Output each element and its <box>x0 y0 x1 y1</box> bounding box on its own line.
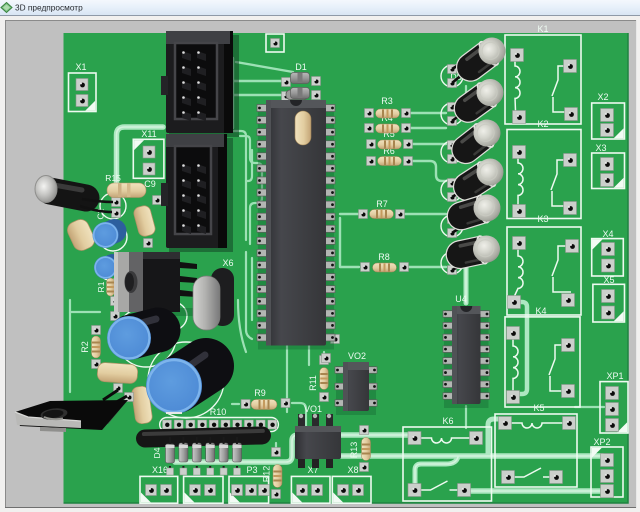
svg-text:X4: X4 <box>602 229 613 239</box>
svg-text:R10: R10 <box>210 407 227 417</box>
svg-text:R2: R2 <box>80 341 90 353</box>
svg-text:X5: X5 <box>603 275 614 285</box>
svg-text:K6: K6 <box>442 416 453 426</box>
svg-text:R13: R13 <box>349 442 359 459</box>
svg-text:K2: K2 <box>537 119 548 129</box>
svg-text:3D предпросмотр: 3D предпросмотр <box>15 3 83 13</box>
svg-text:X11: X11 <box>141 129 156 139</box>
svg-text:P3: P3 <box>246 465 257 475</box>
svg-text:R15: R15 <box>105 173 121 183</box>
svg-text:R5: R5 <box>383 129 395 139</box>
svg-text:X3: X3 <box>595 143 606 153</box>
svg-text:X8: X8 <box>347 465 358 475</box>
svg-text:D1: D1 <box>295 62 307 72</box>
svg-text:D5: D5 <box>450 72 462 82</box>
svg-text:R9: R9 <box>254 388 266 398</box>
svg-text:C9: C9 <box>144 179 156 189</box>
svg-text:X1: X1 <box>75 62 86 72</box>
svg-text:XP1: XP1 <box>606 371 623 381</box>
svg-text:D4: D4 <box>152 447 162 458</box>
svg-text:VO2: VO2 <box>348 351 366 361</box>
svg-text:X16: X16 <box>152 465 168 475</box>
svg-text:R12: R12 <box>262 466 272 483</box>
svg-text:X6: X6 <box>222 258 233 268</box>
svg-text:K5: K5 <box>533 403 544 413</box>
svg-text:K3: K3 <box>537 214 548 224</box>
svg-text:R11: R11 <box>308 375 318 391</box>
svg-text:X7: X7 <box>307 465 318 475</box>
svg-text:R1: R1 <box>96 281 106 292</box>
svg-text:R7: R7 <box>376 199 388 209</box>
svg-text:XP2: XP2 <box>593 437 610 447</box>
svg-text:C2: C2 <box>96 208 106 219</box>
svg-text:U4: U4 <box>455 294 467 304</box>
svg-text:VO1: VO1 <box>304 404 322 414</box>
svg-text:X2: X2 <box>597 92 608 102</box>
svg-text:K1: K1 <box>537 24 548 34</box>
svg-text:R8: R8 <box>378 252 390 262</box>
svg-text:K4: K4 <box>535 306 546 316</box>
svg-text:R3: R3 <box>381 96 393 106</box>
svg-text:R6: R6 <box>383 146 395 156</box>
